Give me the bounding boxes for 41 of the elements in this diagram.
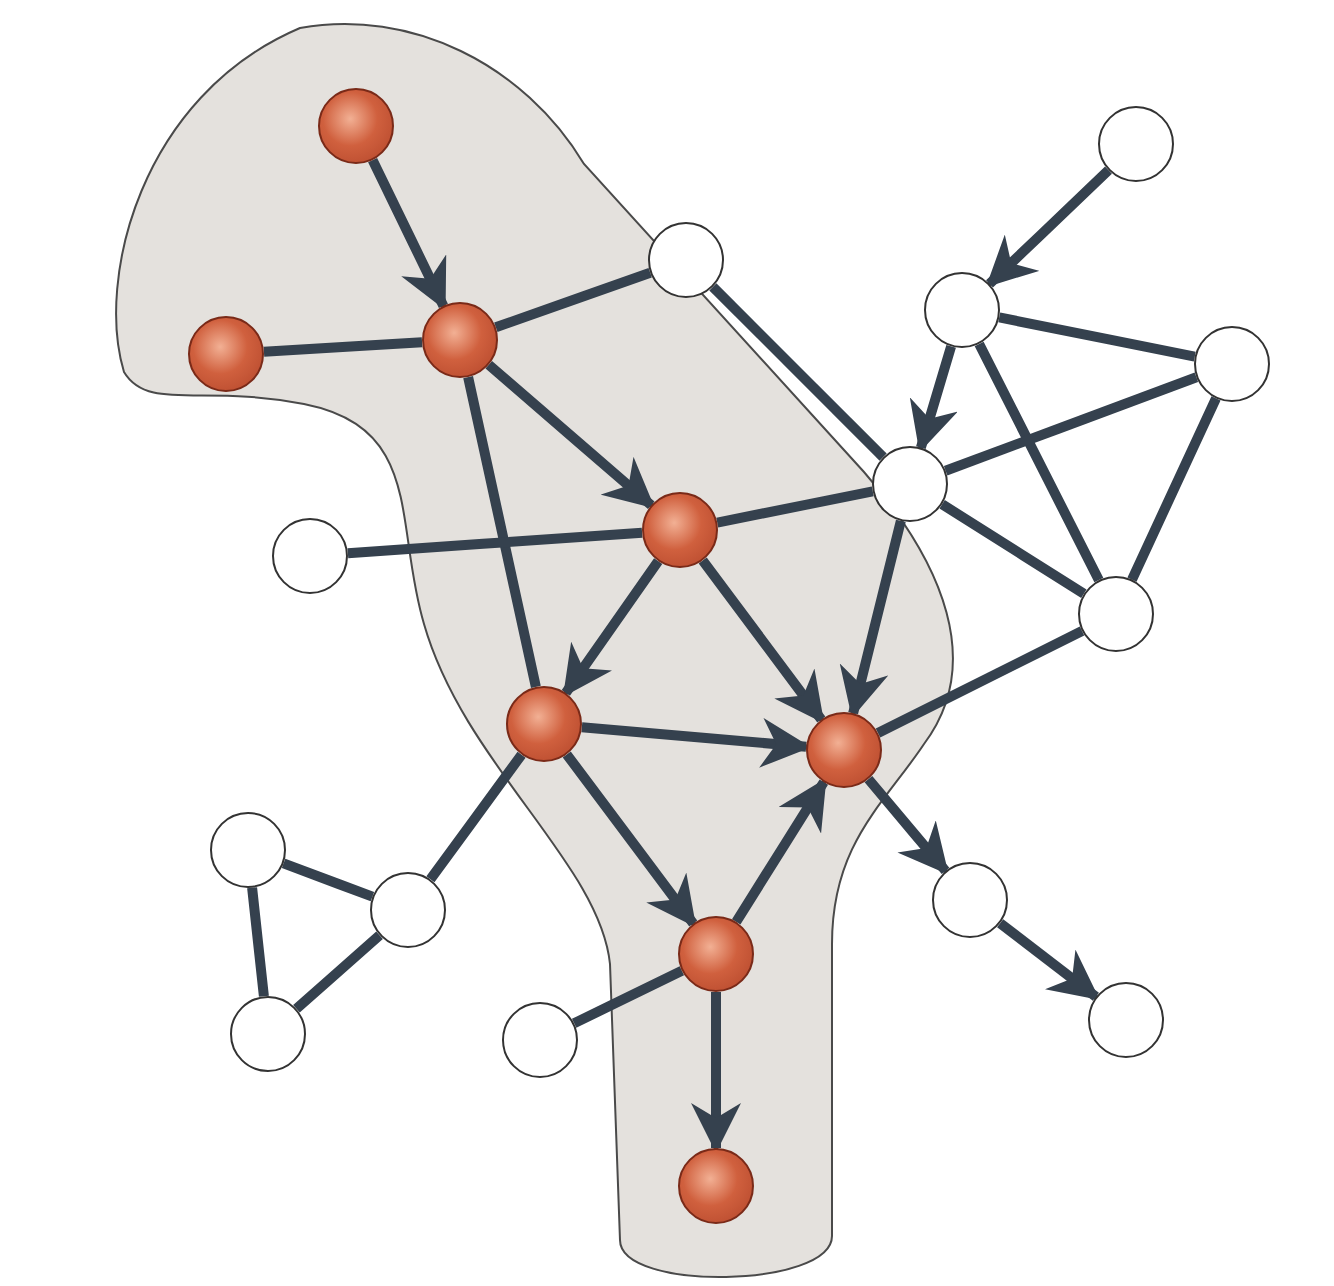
- arrow: [562, 751, 698, 928]
- network-node: [230, 996, 306, 1072]
- network-node: [1098, 106, 1174, 182]
- network-node: [370, 872, 446, 948]
- connector-line: [939, 500, 1087, 598]
- connector-line: [247, 887, 269, 997]
- connector-line: [943, 372, 1199, 476]
- network-node: [1194, 326, 1270, 402]
- connector-line: [281, 858, 375, 902]
- network-node: [1088, 982, 1164, 1058]
- arrow: [485, 361, 655, 509]
- arrow: [561, 558, 663, 697]
- connector-line: [463, 376, 541, 688]
- arrow: [839, 519, 906, 718]
- connector-line: [571, 966, 685, 1028]
- connector-line: [293, 931, 383, 1013]
- connector-line: [426, 751, 526, 883]
- network-node: [924, 272, 1000, 348]
- connector-line: [998, 312, 1196, 362]
- connector-line: [716, 486, 874, 528]
- network-node: [502, 1002, 578, 1078]
- arrow: [985, 166, 1112, 288]
- arrow: [691, 992, 741, 1153]
- connector-line: [494, 267, 652, 333]
- arrow: [864, 775, 950, 875]
- connector-line: [347, 527, 643, 559]
- network-node: [272, 518, 348, 594]
- arrow: [368, 158, 448, 311]
- arrow: [731, 777, 829, 925]
- arrow: [698, 557, 826, 724]
- connector-line: [974, 341, 1104, 583]
- network-node: [872, 446, 948, 522]
- network-node: [210, 812, 286, 888]
- network-node: [932, 862, 1008, 938]
- connector-line: [263, 337, 423, 357]
- connector-line: [709, 283, 887, 461]
- arrow: [997, 919, 1100, 1001]
- connector-line: [875, 626, 1085, 738]
- network-node: [648, 222, 724, 298]
- network-node: [1078, 576, 1154, 652]
- connector-line: [1127, 396, 1221, 582]
